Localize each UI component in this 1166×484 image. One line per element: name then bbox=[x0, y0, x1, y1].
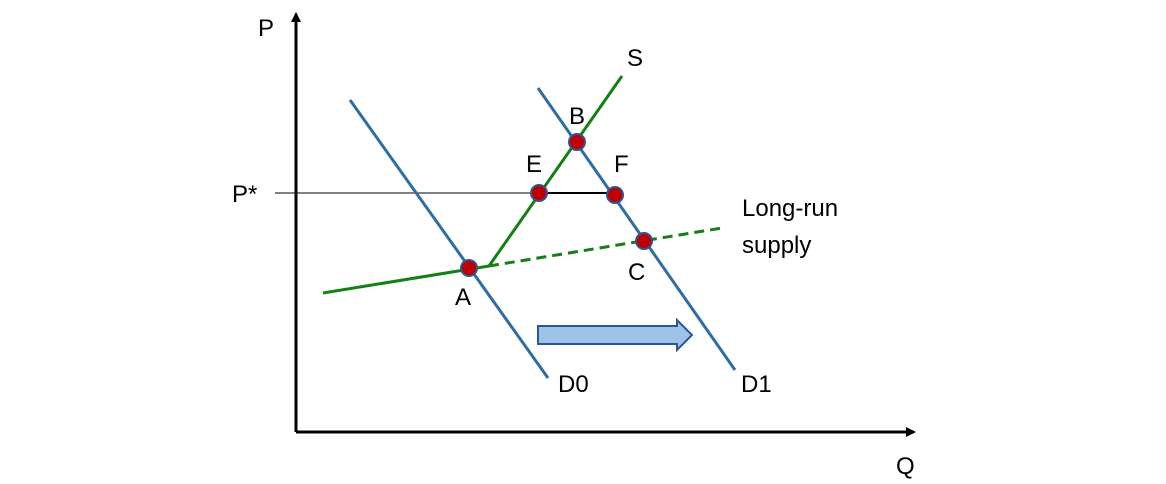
point-e-label: E bbox=[526, 151, 542, 178]
point-a-label: A bbox=[455, 284, 471, 311]
x-axis-label: Q bbox=[896, 453, 915, 480]
demand-curve-d0 bbox=[348, 99, 550, 379]
point-f-marker bbox=[606, 186, 624, 204]
y-axis-label: P bbox=[258, 15, 274, 42]
long-run-supply-label-1: Long-run bbox=[742, 195, 838, 222]
demand-d0-label: D0 bbox=[558, 371, 589, 398]
point-b-label: B bbox=[569, 103, 585, 130]
point-b-marker bbox=[568, 133, 586, 151]
point-c-label: C bbox=[628, 259, 645, 286]
price-marker-label: P* bbox=[232, 181, 257, 208]
demand-d1-label: D1 bbox=[741, 371, 772, 398]
point-a-marker bbox=[460, 259, 478, 277]
point-f-label: F bbox=[614, 151, 629, 178]
demand-curve-d1 bbox=[536, 87, 737, 371]
point-c-marker bbox=[635, 232, 653, 250]
long-run-supply-curve bbox=[488, 226, 723, 268]
point-e-marker bbox=[530, 184, 548, 202]
long-run-supply-label-2: supply bbox=[742, 232, 811, 259]
shift-arrow bbox=[537, 317, 694, 353]
supply-label: S bbox=[627, 45, 643, 72]
